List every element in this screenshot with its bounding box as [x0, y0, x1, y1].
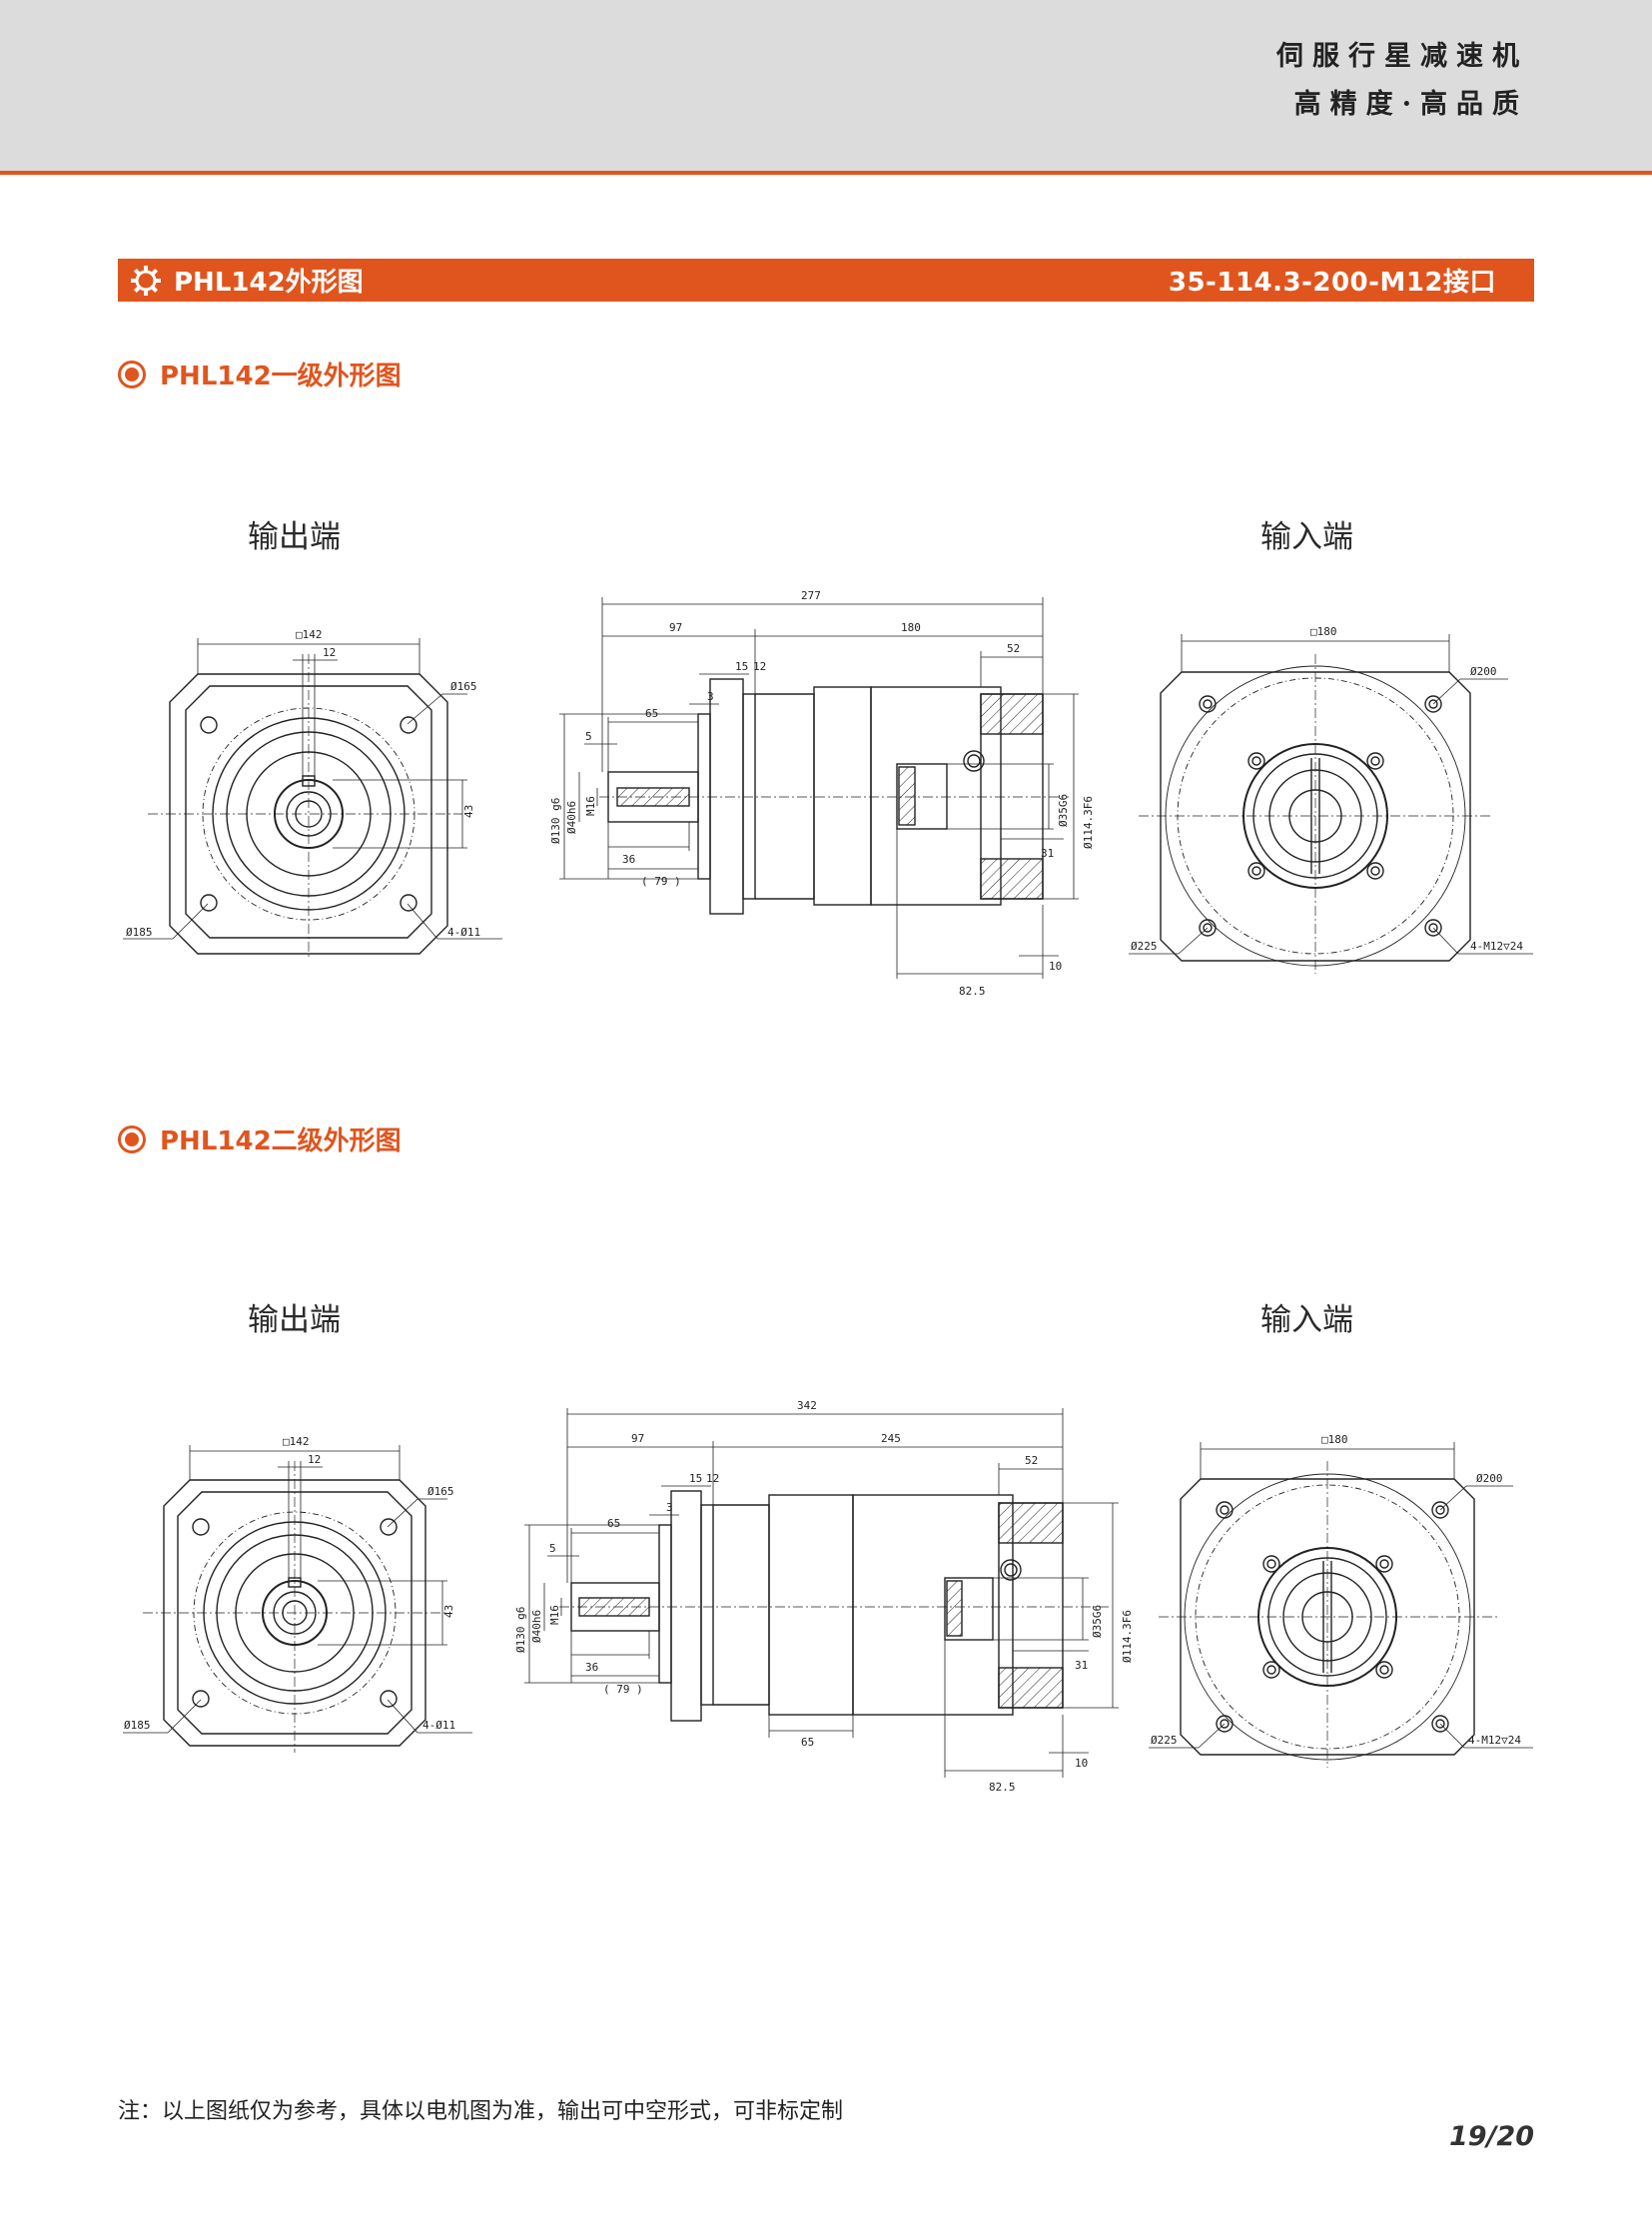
dim-outer: Ø225 [1131, 940, 1158, 953]
side-section-svg: 277 97 180 52 15 12 3 65 5 Ø130 g6 Ø40h6… [549, 589, 1095, 998]
dim-square: □142 [283, 1435, 310, 1448]
gear-icon [131, 265, 161, 296]
dim-flange1: 15 [735, 660, 748, 673]
dim-thread: M16 [584, 796, 597, 816]
dim-flange2: 12 [753, 660, 766, 673]
title-text: PHL142外形图 [174, 268, 364, 298]
input-front-view-2: □180 Ø200 Ø225 4-M12▽24 [1139, 1423, 1538, 1768]
dim-bore: Ø35G6 [1091, 1605, 1104, 1638]
dim-shaft-total: ( 79 ) [641, 875, 681, 888]
dim-flange1: 15 [689, 1472, 702, 1485]
dim-bolt-circle: Ø165 [450, 680, 477, 693]
dim-pilot: Ø130 g6 [549, 798, 562, 844]
input-front-svg: □180 Ø200 Ø225 4-M12▽24 [1149, 1433, 1533, 1768]
slogan-line-2: 高精度·高品质 [1293, 89, 1528, 120]
dim-tail: 52 [1025, 1454, 1038, 1467]
header-rule [0, 171, 1652, 175]
output-front-view-2: □142 12 Ø165 43 Ø185 4-Ø11 [118, 1423, 477, 1753]
dim-depth: 31 [1041, 847, 1054, 860]
section-heading-text: PHL142一级外形图 [160, 362, 402, 391]
dim-total: 277 [801, 589, 821, 602]
side-section-view-2: 342 97 245 52 15 12 3 65 5 Ø130 g6 Ø40h6… [489, 1393, 1159, 1803]
dim-holes: 4-Ø11 [447, 926, 480, 939]
dim-bore: Ø35G6 [1057, 794, 1070, 827]
dim-chamfer: 5 [549, 1542, 556, 1555]
input-front-svg: □180 Ø200 Ø225 4-M12▽24 [1129, 625, 1533, 974]
input-front-view-1: □180 Ø200 Ø225 4-M12▽24 [1119, 614, 1538, 974]
dim-depth: 31 [1075, 1659, 1088, 1672]
dim-square: □180 [1321, 1433, 1348, 1446]
title-bar: PHL142外形图 35-114.3-200-M12接口 [118, 259, 1534, 302]
dim-pilot2: Ø114.3F6 [1121, 1610, 1134, 1663]
dim-pilot: Ø130 g6 [514, 1607, 527, 1653]
dim-body: 245 [881, 1432, 901, 1445]
section-heading-2: PHL142二级外形图 [118, 1120, 402, 1157]
input-end-label: 输入端 [1260, 519, 1353, 555]
title-left: PHL142外形图 [130, 262, 364, 299]
dim-flange2: 12 [706, 1472, 719, 1485]
section-heading-text: PHL142二级外形图 [160, 1126, 402, 1156]
dim-key: 12 [323, 646, 336, 659]
dim-stage: 65 [801, 1736, 814, 1749]
dim-offset: 10 [1049, 960, 1062, 973]
dim-shaft-len: 65 [607, 1517, 620, 1530]
dim-bolt-circle: Ø200 [1476, 1472, 1503, 1485]
dim-outer: Ø225 [1151, 1734, 1178, 1747]
dim-key: 12 [308, 1453, 321, 1466]
dim-thread: 4-M12▽24 [1470, 940, 1523, 953]
dim-outer: Ø185 [124, 1719, 151, 1732]
dim-shaft-dia: Ø40h6 [565, 801, 578, 834]
dim-total: 342 [797, 1399, 817, 1412]
output-end-label: 输出端 [248, 519, 341, 555]
dim-front: 97 [669, 621, 682, 634]
dim-bolt-circle: Ø200 [1470, 665, 1497, 678]
dim-adapter: 82.5 [959, 985, 986, 998]
output-end-label: 输出端 [248, 1302, 341, 1338]
dim-shaft-len: 65 [645, 707, 658, 720]
dim-tail: 52 [1007, 642, 1020, 655]
output-front-view-1: □142 12 Ø165 43 Ø185 4-Ø11 [118, 614, 502, 959]
bullet-icon [118, 360, 146, 388]
dim-front: 97 [631, 1432, 644, 1445]
dim-pilot2: Ø114.3F6 [1082, 796, 1095, 849]
footer-note: 注：以上图纸仅为参考，具体以电机图为准，输出可中空形式，可非标定制 [118, 2099, 844, 2124]
interface-spec: 35-114.3-200-M12接口 [1168, 268, 1496, 298]
dim-thread: M16 [548, 1605, 561, 1625]
dim-shaft-dia: Ø40h6 [530, 1610, 543, 1643]
dim-body: 180 [901, 621, 921, 634]
slogan-line-1: 伺服行星减速机 [1276, 41, 1528, 72]
input-end-label: 输入端 [1260, 1302, 1353, 1338]
dim-key-len: 36 [585, 1661, 598, 1674]
dim-height: 43 [462, 805, 475, 818]
dim-offset: 10 [1075, 1757, 1088, 1770]
output-front-svg: □142 12 Ø165 43 Ø185 4-Ø11 [123, 1435, 472, 1753]
dim-square: □180 [1310, 625, 1337, 638]
dim-chamfer: 5 [585, 730, 592, 743]
side-section-view-1: 277 97 180 52 15 12 3 65 5 Ø130 g6 Ø40h6… [519, 579, 1119, 1009]
dim-gap: 3 [666, 1501, 673, 1514]
dim-holes: 4-Ø11 [422, 1719, 455, 1732]
dim-shaft-total: ( 79 ) [603, 1683, 643, 1696]
dim-bolt-circle: Ø165 [427, 1485, 454, 1498]
dim-gap: 3 [707, 690, 714, 703]
dim-adapter: 82.5 [989, 1781, 1016, 1794]
side-section-svg: 342 97 245 52 15 12 3 65 5 Ø130 g6 Ø40h6… [514, 1399, 1134, 1794]
dim-outer: Ø185 [126, 926, 153, 939]
bullet-icon [118, 1124, 146, 1153]
dim-height: 43 [442, 1605, 455, 1618]
dim-thread: 4-M12▽24 [1468, 1734, 1521, 1747]
header-band [0, 0, 1652, 172]
dim-key-len: 36 [622, 853, 635, 866]
page-number: 19/20 [1448, 2121, 1534, 2152]
dim-square: □142 [296, 628, 323, 641]
output-front-svg: □142 12 Ø165 43 Ø185 4-Ø11 [123, 628, 502, 959]
section-heading-1: PHL142一级外形图 [118, 356, 402, 392]
